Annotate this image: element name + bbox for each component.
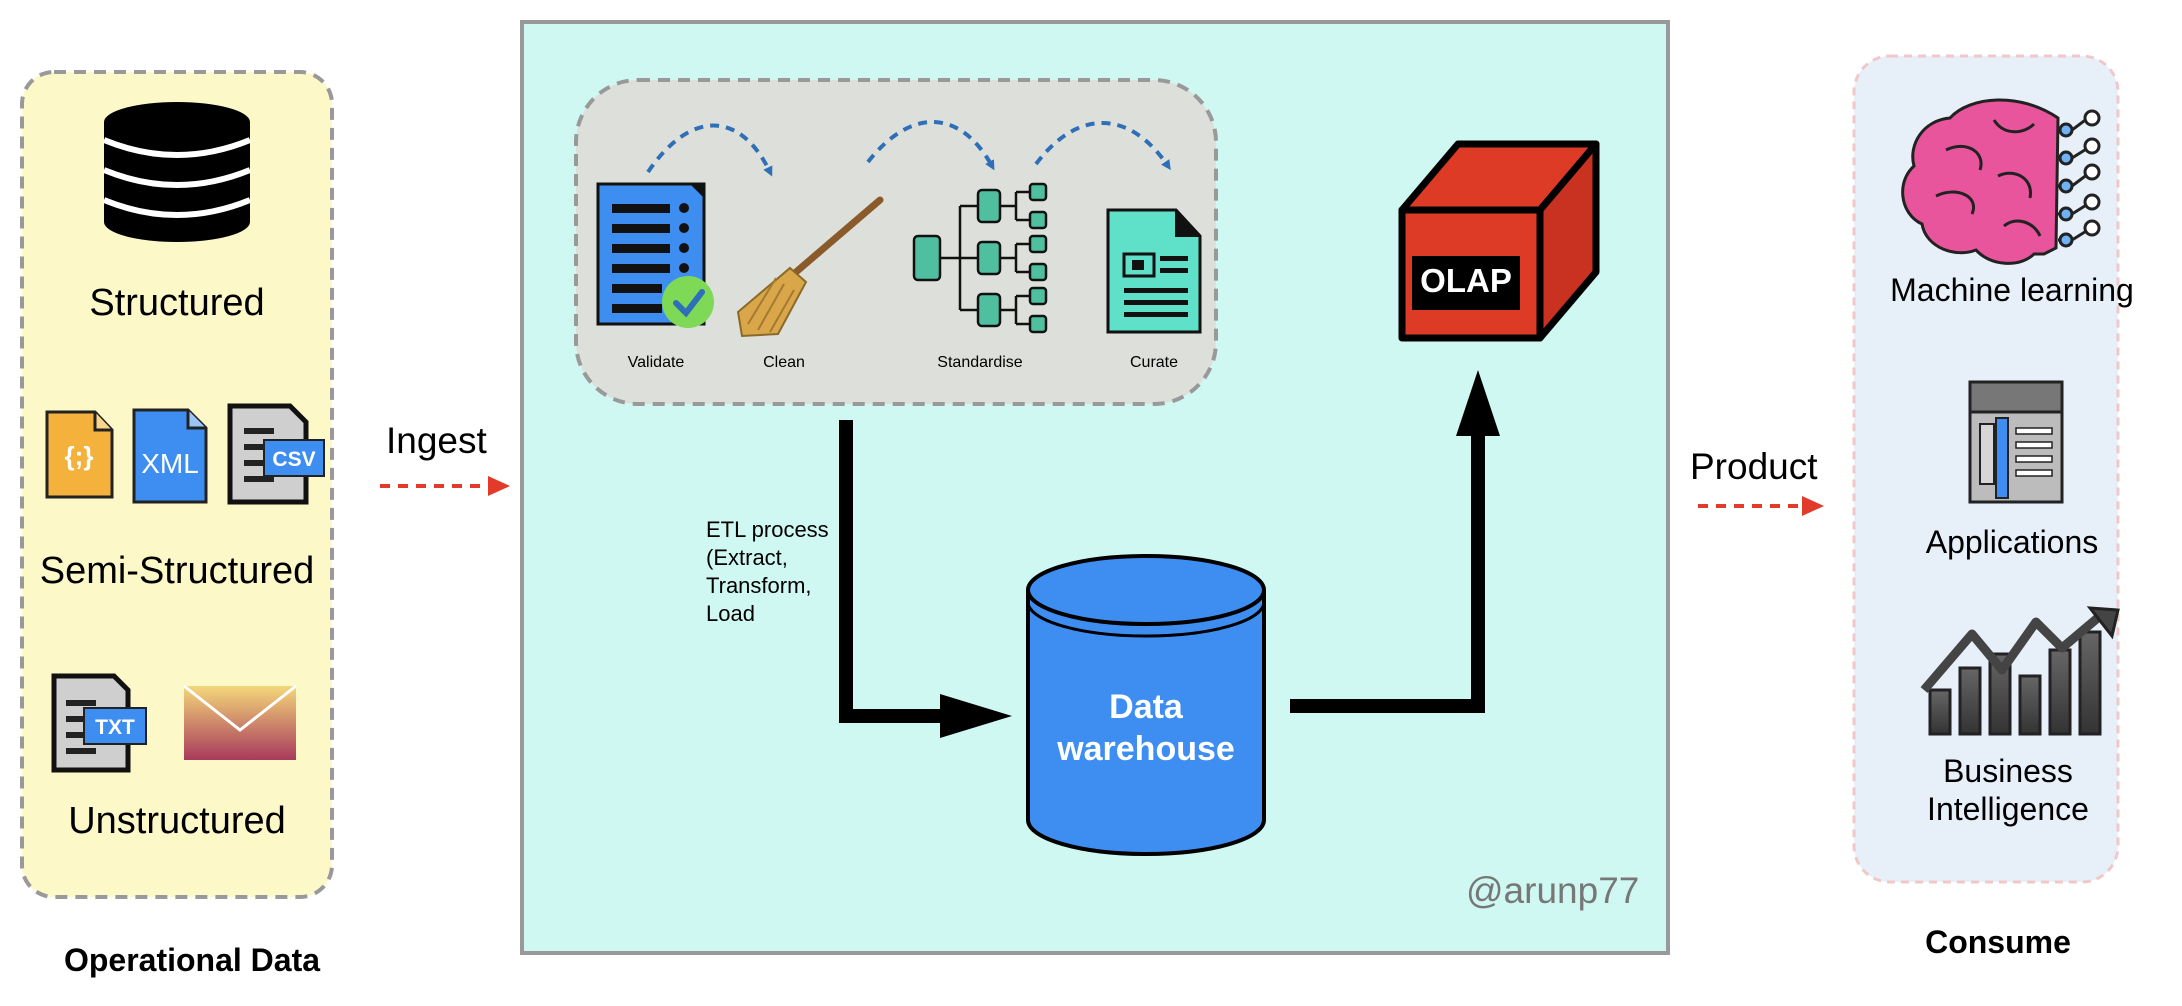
validate-icon (596, 182, 714, 328)
curate-icon (1106, 208, 1202, 334)
ingest-arrow (380, 476, 510, 496)
olap-label: OLAP (1420, 262, 1512, 299)
warehouse-line-1: Data (1109, 688, 1183, 726)
product-arrow (1698, 496, 1824, 516)
etl-line-3: Transform, (706, 573, 812, 598)
warehouse-label: Data warehouse (1028, 686, 1264, 770)
semi-structured-label: Semi-Structured (39, 550, 315, 592)
step-label-validate: Validate (627, 354, 685, 371)
olap-cube (1398, 140, 1600, 342)
watermark: @arunp77 (1466, 870, 1640, 911)
json-file-icon: {;} (45, 410, 114, 499)
broom-icon (736, 196, 884, 338)
bi-line-1: Business (1943, 753, 2073, 789)
txt-glyph: TXT (95, 716, 135, 739)
bi-line-2: Intelligence (1927, 791, 2089, 827)
etl-process-note: ETL process (Extract, Transform, Load (706, 516, 829, 628)
step-arrow-1 (646, 123, 773, 177)
consume-item-machine-learning: Machine learning (1890, 272, 2134, 308)
consume-heading: Consume (1925, 924, 2071, 960)
etl-line-1: ETL process (706, 517, 829, 542)
step-label-clean: Clean (763, 354, 805, 371)
csv-glyph: CSV (272, 448, 315, 471)
etl-line-4: Load (706, 601, 755, 626)
bi-chart-icon (1920, 606, 2120, 736)
envelope-icon (183, 684, 297, 760)
database-icon (102, 102, 252, 242)
step-arrow-2 (866, 120, 995, 171)
structured-label: Structured (89, 282, 265, 324)
standardise-icon (912, 182, 1048, 334)
etl-line-2: (Extract, (706, 545, 788, 570)
consume-item-business-intelligence: Business Intelligence (1876, 752, 2140, 828)
txt-file-icon: TXT (51, 673, 147, 773)
step-label-standardise: Standardise (937, 354, 1023, 371)
json-glyph: {;} (65, 441, 94, 471)
application-icon (1968, 380, 2064, 504)
ingest-label: Ingest (386, 420, 487, 461)
xml-glyph: XML (141, 448, 199, 479)
unstructured-label: Unstructured (68, 800, 286, 842)
product-label: Product (1690, 446, 1818, 487)
step-label-curate: Curate (1129, 354, 1179, 371)
xml-file-icon: XML (132, 408, 208, 504)
operational-data-heading: Operational Data (63, 942, 321, 978)
olap-flow-arrow (1290, 370, 1500, 713)
etl-flow-arrow (839, 420, 1012, 738)
process-group (574, 78, 1218, 406)
consume-item-applications: Applications (1925, 524, 2099, 560)
brain-icon (1901, 98, 2101, 265)
warehouse-line-2: warehouse (1057, 730, 1235, 768)
step-arrow-3 (1034, 121, 1171, 171)
warehouse-cylinder (1026, 554, 1266, 856)
csv-file-icon: CSV (227, 403, 325, 505)
